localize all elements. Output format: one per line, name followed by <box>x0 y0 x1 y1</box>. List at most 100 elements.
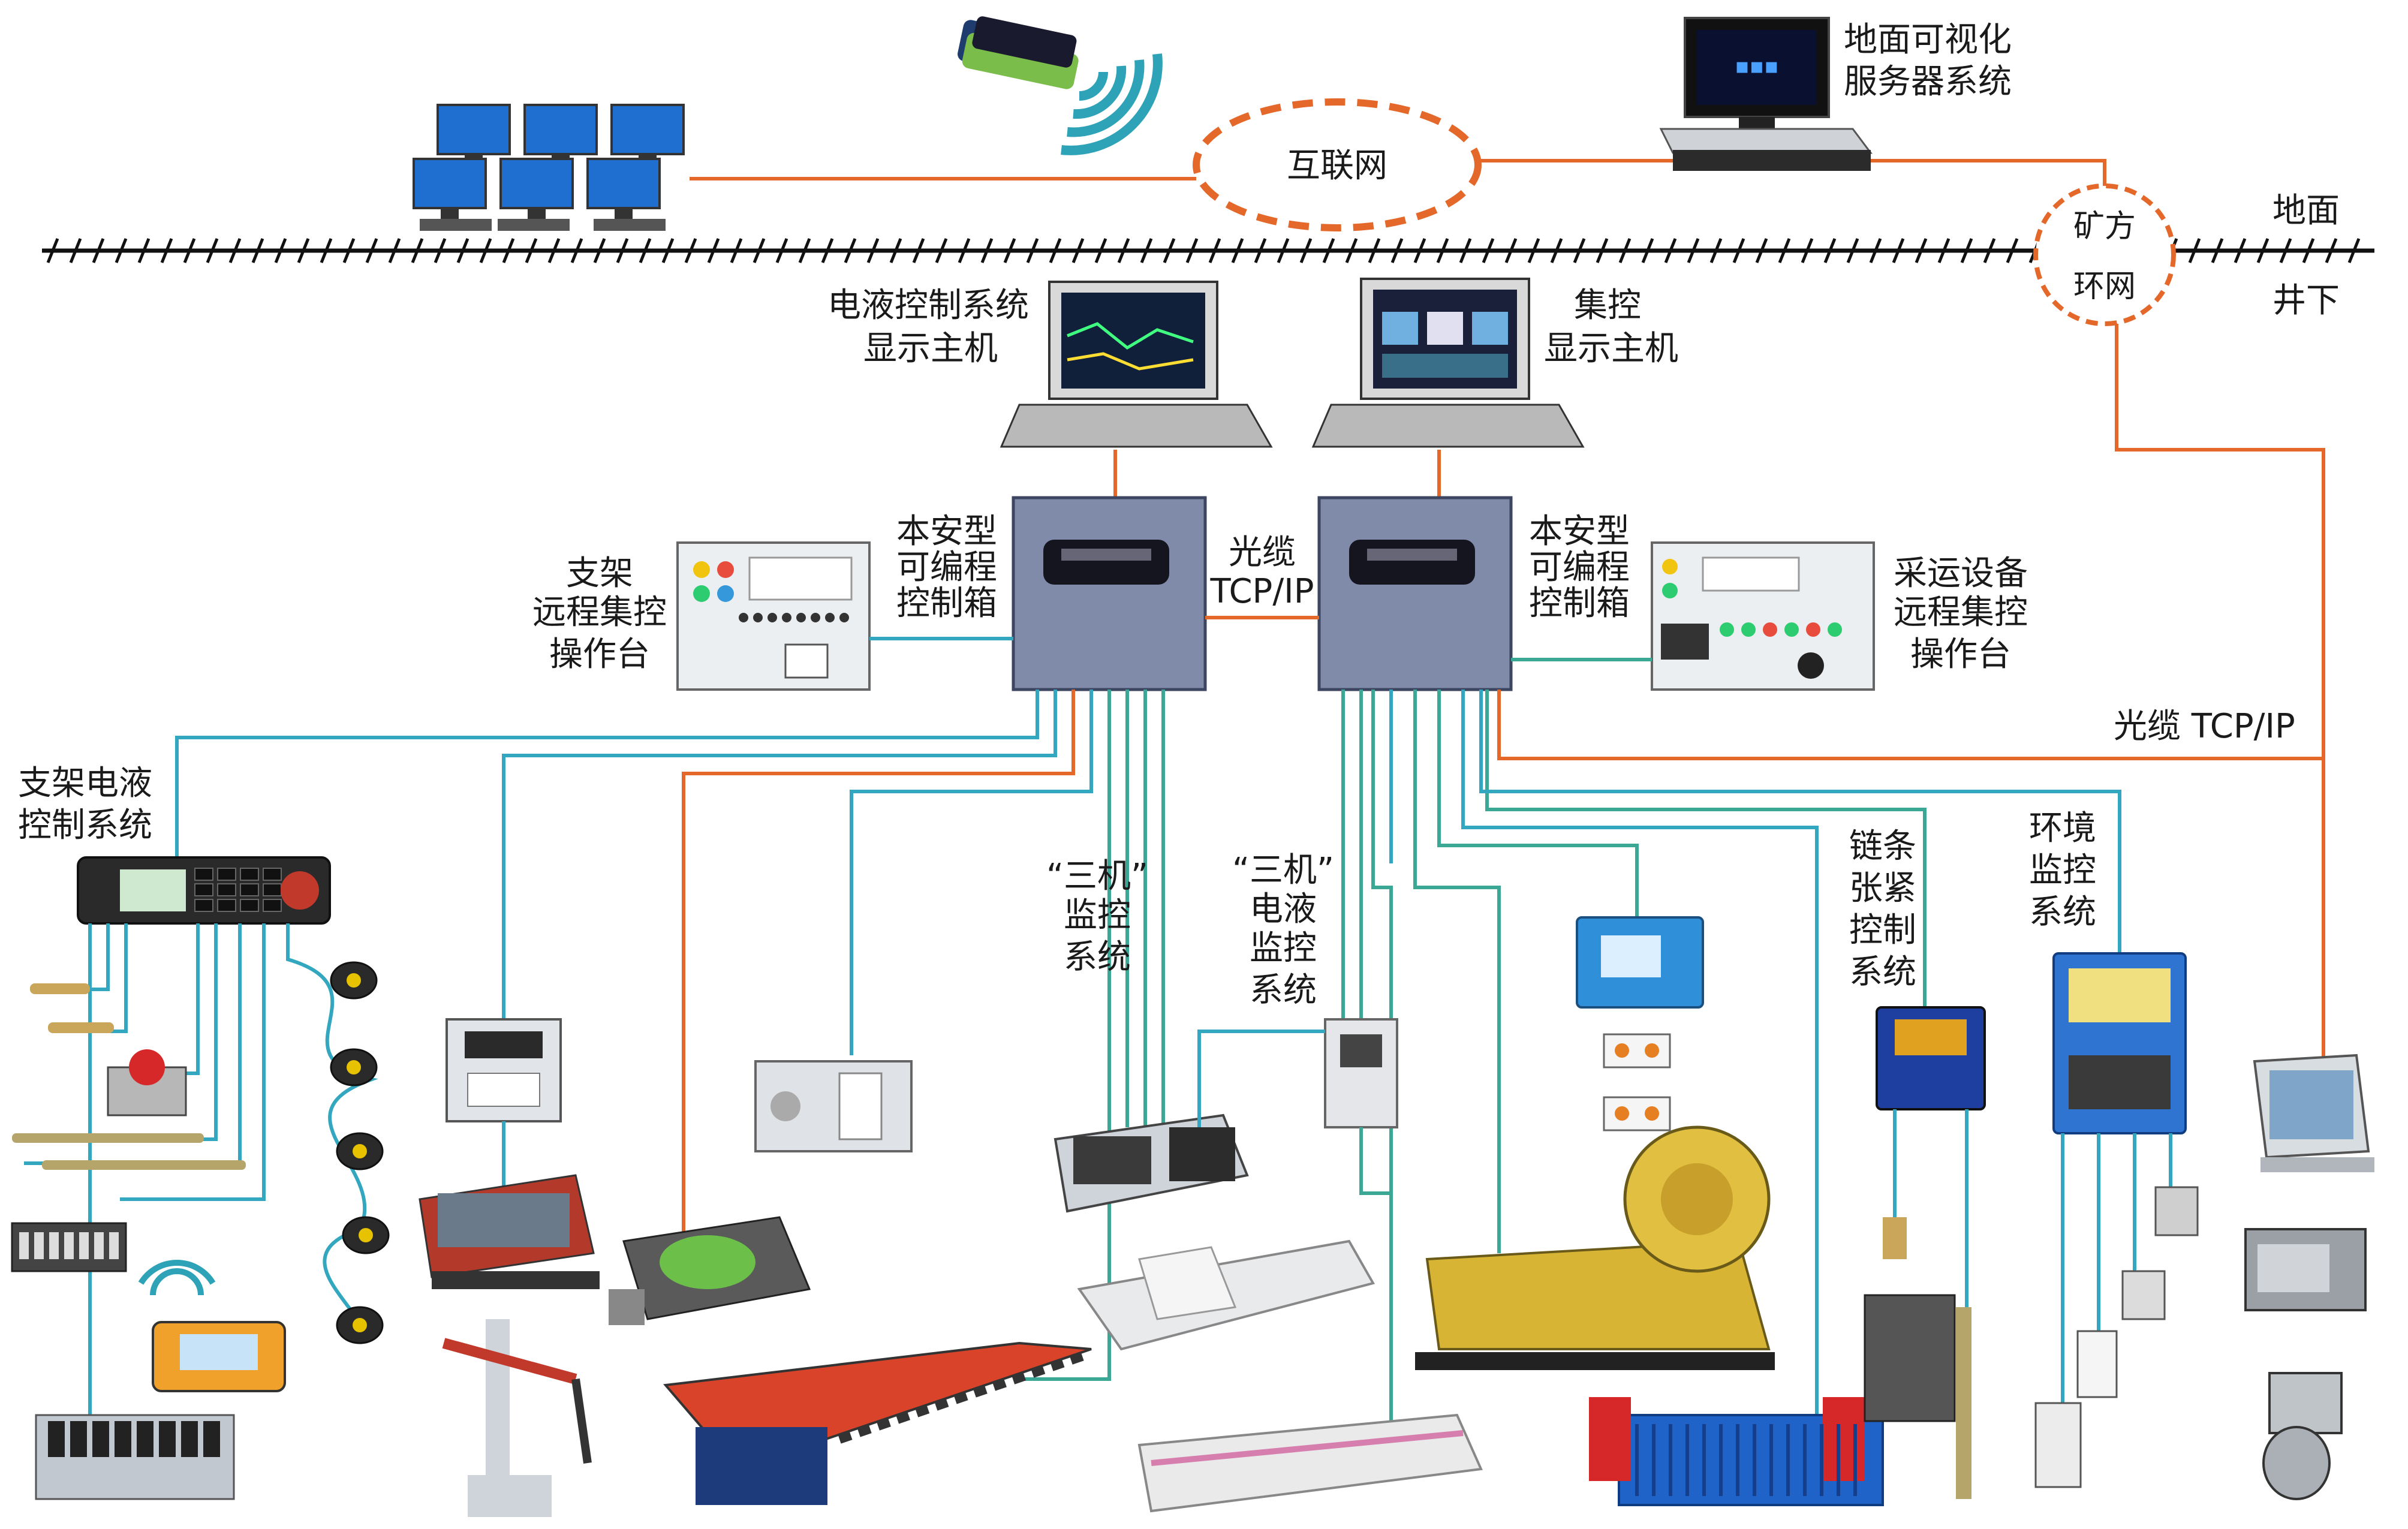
env-wires <box>2061 1133 2172 1403</box>
shearer-machine <box>1415 1125 1775 1370</box>
server-label-2: 服务器系统 <box>1844 62 2012 101</box>
server-label-1: 地面可视化 <box>1844 20 2012 59</box>
chain-label-2: 张紧 <box>1849 869 1916 908</box>
three-machine-hyd-label-3: 监控 <box>1250 929 1317 968</box>
chain-label-1: 链条 <box>1849 827 1916 866</box>
surface-monitor-wall <box>413 104 685 231</box>
three-machine-label-1: “三机” <box>1046 857 1148 896</box>
chain-label-4: 系统 <box>1849 953 1916 992</box>
transport-console-label-2: 远程集控 <box>1894 593 2028 632</box>
chain-sensors <box>1864 1217 1971 1499</box>
internet-cloud <box>1193 98 1482 231</box>
fiber-right-label: 光缆 TCP/IP <box>2114 707 2295 746</box>
fiber-mid-label-2: TCP/IP <box>1210 572 1314 611</box>
three-machine-hyd-wire <box>1197 1030 1325 1127</box>
env-label-1: 环境 <box>2029 809 2096 848</box>
ring-down-wire <box>2115 324 2325 1079</box>
transport-remote-console <box>1651 541 1875 691</box>
left-box-label-1: 本安型 <box>896 512 997 551</box>
surface-keyboard <box>594 219 666 231</box>
sensor-heads <box>330 961 390 1344</box>
fiber-mid-label-1: 光缆 <box>1229 533 1296 572</box>
three-machine-hyd-label-1: “三机” <box>1232 851 1334 890</box>
underground-label: 井下 <box>2272 281 2340 320</box>
ehc-host-label-2: 显示主机 <box>863 329 998 368</box>
surface-monitor <box>523 104 598 155</box>
support-ehc-label-1: 支架电液 <box>18 764 152 803</box>
chain-controller <box>1876 1006 1986 1110</box>
support-console-label-3: 操作台 <box>549 635 650 674</box>
surface-monitor <box>499 158 574 209</box>
surface-keyboard <box>420 219 492 231</box>
ehc-display-host <box>1000 281 1273 448</box>
transport-console-label-3: 操作台 <box>1910 635 2011 674</box>
support-ehc-label-2: 控制系统 <box>18 806 152 845</box>
surface-monitor <box>586 158 661 209</box>
valve-block <box>35 1414 235 1500</box>
pump-unit <box>419 1174 600 1289</box>
transport-console-label-1: 采运设备 <box>1894 554 2028 593</box>
water-purifier-unit <box>609 1216 811 1325</box>
env-cabinet <box>2052 952 2187 1134</box>
right-box-wires <box>1341 690 2323 1439</box>
left-control-box <box>1012 496 1207 691</box>
right-control-box <box>1317 496 1513 691</box>
three-machine-hyd-label-2: 电液 <box>1250 890 1317 929</box>
three-machine-hyd-wire-2 <box>1359 1127 1391 1195</box>
ehc-host-label-1: 电液控制系统 <box>827 286 1029 325</box>
surface-keyboard <box>498 219 570 231</box>
mobile-transformer <box>1589 1397 1884 1506</box>
mine-ring-label-1: 矿方 <box>2073 209 2136 245</box>
support-console-label-1: 支架 <box>566 554 633 593</box>
sensor-rods <box>12 983 246 1170</box>
pump-station-panel <box>446 1018 562 1122</box>
support-ehc-controller <box>77 856 331 925</box>
env-label-2: 监控 <box>2029 851 2096 890</box>
video-monitor <box>2253 1054 2374 1172</box>
mine-ring-label-2: 环网 <box>2073 269 2136 305</box>
internet-label: 互联网 <box>1287 146 1387 185</box>
left-box-label-2: 可编程 <box>896 548 997 587</box>
central-display-host <box>1311 278 1585 448</box>
phone-icon <box>958 16 1079 89</box>
svg-text:▪▪▪: ▪▪▪ <box>1735 54 1778 79</box>
mine-ring-circle <box>2033 183 2176 326</box>
scraper-conveyor <box>1137 1413 1483 1513</box>
support-remote-console <box>676 541 871 691</box>
wifi-icon <box>1061 53 1163 155</box>
voice-controller <box>1576 916 1704 1009</box>
video-cameras <box>2244 1228 2367 1500</box>
central-host-label-1: 集控 <box>1574 286 1641 325</box>
three-machine-hyd-label-4: 系统 <box>1250 971 1317 1010</box>
env-sensors <box>2034 1186 2199 1488</box>
surface-monitor <box>413 158 487 209</box>
io-module <box>11 1222 127 1272</box>
ground-line <box>42 238 2374 263</box>
right-box-label-2: 可编程 <box>1529 548 1630 587</box>
chain-label-3: 控制 <box>1849 911 1916 950</box>
hydraulic-support <box>442 1319 592 1517</box>
surface-server: ▪▪▪ <box>1659 17 1873 171</box>
three-machine-drive <box>1054 1113 1249 1213</box>
env-label-3: 系统 <box>2029 893 2096 932</box>
wireless-remote <box>138 1260 286 1392</box>
left-box-label-3: 控制箱 <box>896 584 997 623</box>
three-machine-label-3: 系统 <box>1064 938 1131 977</box>
surface-monitor <box>437 104 511 155</box>
central-host-label-2: 显示主机 <box>1544 329 1678 368</box>
support-console-label-2: 远程集控 <box>532 593 667 632</box>
right-box-label-1: 本安型 <box>1529 512 1630 551</box>
shearer-frame <box>1077 1239 1375 1351</box>
left-box-wires <box>175 690 1165 1381</box>
voice-nodes <box>1603 1033 1671 1131</box>
three-machine-label-2: 监控 <box>1064 896 1131 935</box>
right-box-label-3: 控制箱 <box>1529 584 1630 623</box>
surface-wire-right <box>1478 159 2106 186</box>
emergency-stop-button <box>107 1049 187 1116</box>
three-machine-hyd-box <box>1324 1018 1398 1128</box>
combined-switch-unit <box>754 1060 913 1152</box>
ground-label: 地面 <box>2272 191 2340 230</box>
surface-monitor <box>610 104 685 155</box>
belt-conveyor <box>663 1341 1092 1505</box>
